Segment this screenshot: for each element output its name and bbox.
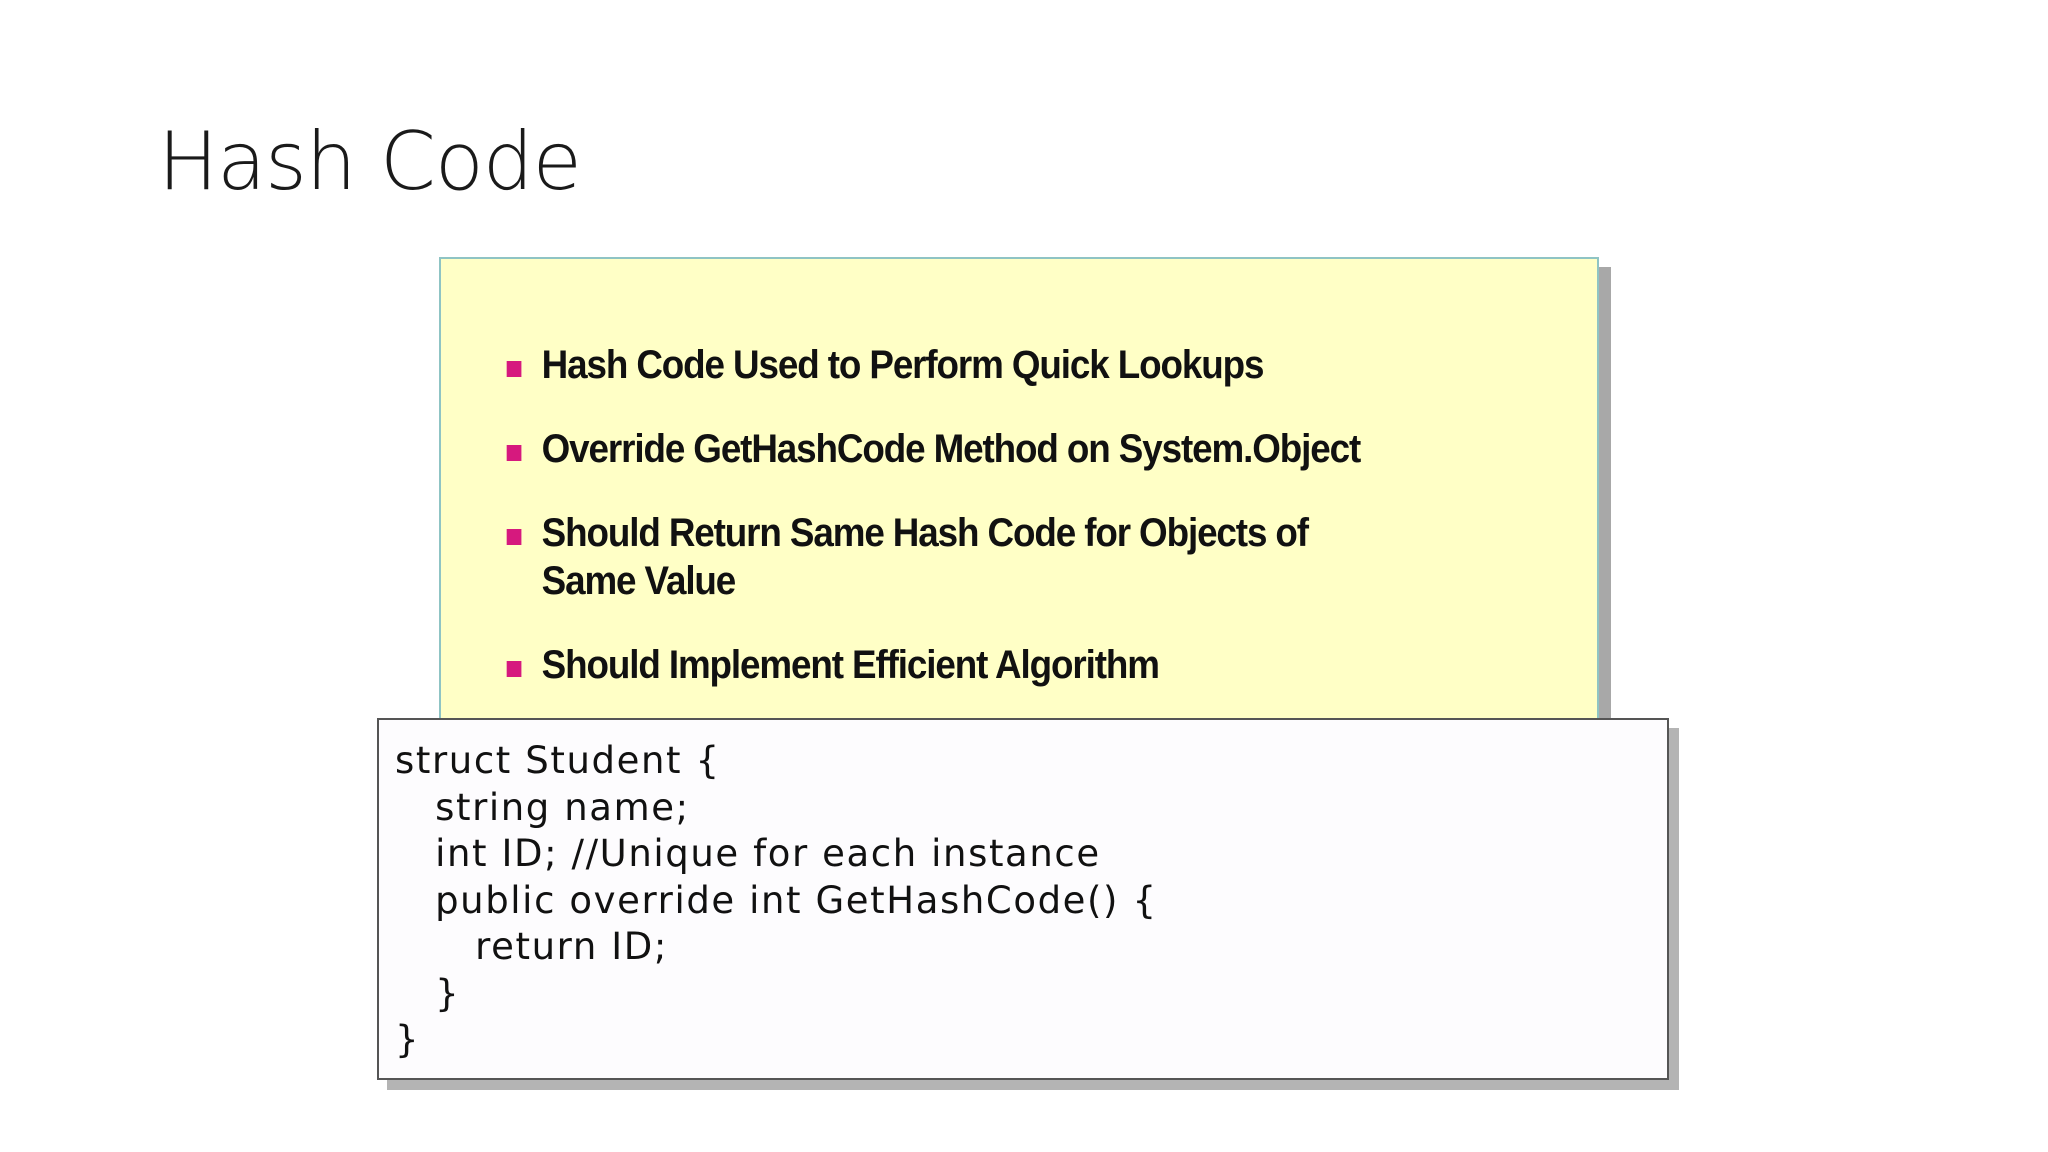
code-line: public override int GetHashCode() { bbox=[395, 878, 1158, 922]
code-line: } bbox=[395, 971, 461, 1015]
code-line: } bbox=[395, 1018, 421, 1061]
square-bullet-icon bbox=[506, 529, 522, 545]
bullet-text: Override GetHashCode Method on System.Ob… bbox=[541, 427, 1362, 471]
code-line: int ID; //Unique for each instance bbox=[395, 832, 1101, 875]
bullet-item: Should Return Same Hash Code for Objects… bbox=[503, 509, 1370, 605]
bullet-text: Should Return Same Hash Code for Objects… bbox=[541, 511, 1309, 603]
bullet-item: Hash Code Used to Perform Quick Lookups bbox=[503, 341, 1460, 389]
code-line: struct Student { bbox=[395, 739, 721, 782]
bullet-item: Should Implement Efficient Algorithm bbox=[503, 641, 1460, 689]
bullet-text: Should Implement Efficient Algorithm bbox=[541, 643, 1160, 687]
code-block: struct Student { string name; int ID; //… bbox=[395, 738, 1158, 1064]
code-box: struct Student { string name; int ID; //… bbox=[377, 718, 1669, 1080]
bullet-list: Hash Code Used to Perform Quick Lookups … bbox=[503, 341, 1543, 689]
square-bullet-icon bbox=[506, 661, 522, 677]
square-bullet-icon bbox=[506, 445, 522, 461]
square-bullet-icon bbox=[506, 361, 522, 377]
bullet-panel: Hash Code Used to Perform Quick Lookups … bbox=[439, 257, 1599, 727]
bullet-text: Hash Code Used to Perform Quick Lookups bbox=[541, 343, 1265, 387]
code-line: return ID; bbox=[395, 925, 668, 968]
bullet-item: Override GetHashCode Method on System.Ob… bbox=[503, 425, 1460, 473]
code-line: string name; bbox=[395, 785, 690, 829]
slide-title: Hash Code bbox=[158, 115, 582, 208]
